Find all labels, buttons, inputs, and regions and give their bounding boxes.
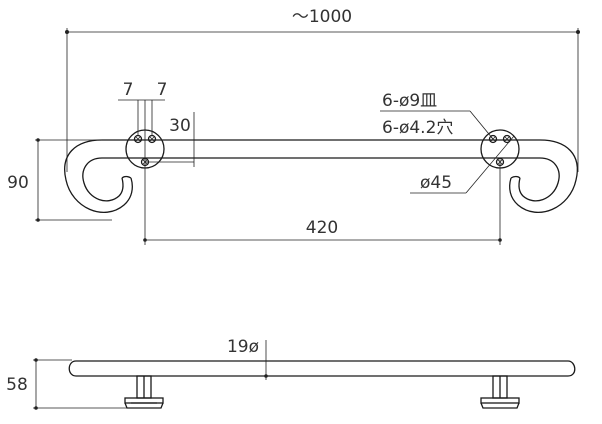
hole-spec-label: 6-ø4.2穴 xyxy=(382,118,453,138)
top-view: ～1000 xyxy=(7,7,580,245)
height-dimension-side: 58 xyxy=(6,358,130,410)
grab-bar-side-outline xyxy=(68,360,576,409)
screw-hole-callout: 6-ø9皿 6-ø4.2穴 xyxy=(380,91,494,140)
flange-diameter-label: ø45 xyxy=(420,173,452,193)
grab-bar-top-outline xyxy=(64,139,578,214)
overall-length-label: ～1000 xyxy=(292,7,352,27)
bolt-offset-1-label: 7 xyxy=(123,80,134,100)
bolt-offset-2-label: 7 xyxy=(157,80,168,100)
flange-diameter-callout: ø45 xyxy=(410,135,515,194)
screw-spec-label: 6-ø9皿 xyxy=(382,91,437,111)
flange-offset-label: 30 xyxy=(169,116,191,136)
mount-spacing-dimension: 420 xyxy=(143,160,502,245)
height-dimension-top: 90 xyxy=(7,138,112,222)
flange-offset-dimension: 30 xyxy=(145,112,195,167)
height-top-label: 90 xyxy=(7,173,29,193)
mount-spacing-label: 420 xyxy=(306,218,338,238)
overall-length-dimension: ～1000 xyxy=(65,7,580,172)
pipe-diameter-label: 19ø xyxy=(227,337,259,357)
height-side-label: 58 xyxy=(6,375,28,395)
bolt-offset-dimension: 7 7 xyxy=(118,80,167,245)
pipe-diameter-dimension: 19ø xyxy=(227,337,268,380)
side-view: 19ø 58 xyxy=(6,337,576,410)
